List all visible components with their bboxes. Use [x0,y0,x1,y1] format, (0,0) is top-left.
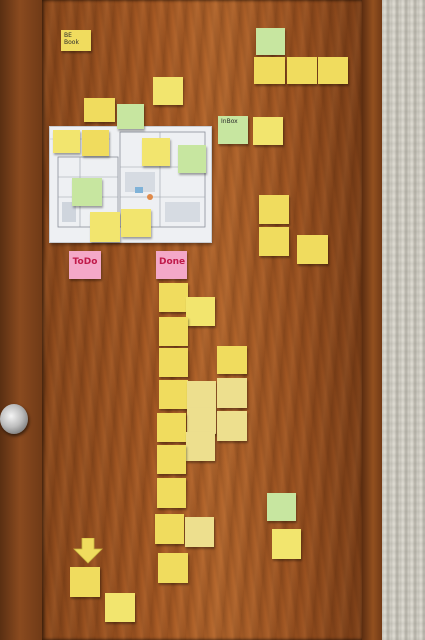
sticky-note [259,227,289,256]
sticky-note [217,346,247,374]
sticky-note [254,57,285,84]
sticky-note [155,514,184,544]
sticky-note [159,317,188,346]
door-knob-icon [0,404,28,434]
sticky-note [159,380,188,409]
sticky-note [53,130,80,153]
note-text: ToDo [72,257,98,267]
sticky-note [217,378,247,408]
sticky-note [178,145,206,173]
sticky-note [70,567,100,597]
sticky-note [318,57,348,84]
sticky-note [287,57,317,84]
sticky-note [185,517,214,547]
sticky-note [121,209,151,237]
sticky-note [117,104,144,129]
sticky-note [159,283,188,312]
sticky-note [90,212,120,242]
sticky-note [84,98,115,122]
sticky-note [187,408,216,434]
sticky-note [157,478,186,508]
sticky-note [159,348,188,377]
sticky-note [256,28,285,55]
door-frame-left [0,0,44,640]
sticky-note [253,117,283,145]
sticky-note-top-left: BE Book [61,30,91,51]
sticky-note [259,195,289,224]
note-text: BE Book [64,32,79,46]
sticky-note-inbox: InBox [218,116,248,144]
sticky-note [142,138,170,166]
door-frame-right [362,0,384,640]
down-arrow-icon [73,538,103,564]
sticky-note [157,445,186,474]
note-text: Done [159,257,186,267]
sticky-note [297,235,328,264]
sticky-note [186,432,215,461]
curtain [382,0,425,640]
sticky-note [186,297,215,326]
sticky-note [82,130,109,156]
sticky-note [272,529,301,559]
sticky-note [72,178,102,206]
sticky-note [153,77,183,105]
done-label-note: Done [156,251,187,279]
sticky-note [158,553,188,583]
sticky-note [157,413,186,442]
sticky-note [267,493,296,521]
todo-label-note: ToDo [69,251,101,279]
note-text: InBox [221,118,238,125]
sticky-note [187,381,216,410]
sticky-note [217,411,247,441]
sticky-note [105,593,135,622]
